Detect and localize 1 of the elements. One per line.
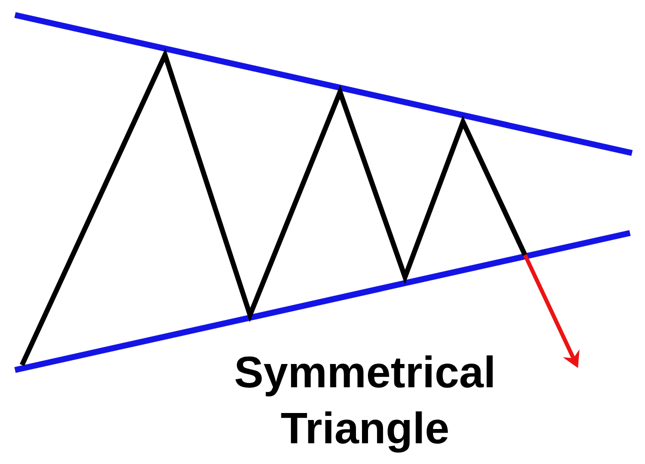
- title: Symmetrical Triangle: [235, 355, 493, 453]
